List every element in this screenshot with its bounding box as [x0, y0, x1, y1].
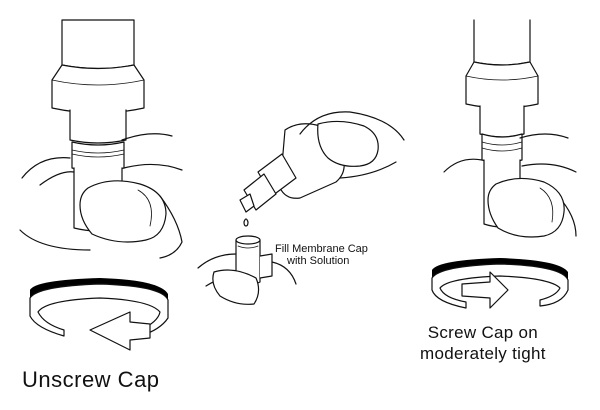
hand-unscrew [19, 133, 183, 259]
screw-caption: Screw Cap on moderately tight [420, 322, 546, 365]
sensor-screw [465, 19, 539, 228]
hand-screw [443, 133, 577, 238]
screw-caption-line-2: moderately tight [420, 344, 546, 364]
hand-dropper [299, 111, 405, 179]
screw-caption-line-1: Screw Cap on [427, 323, 539, 342]
hand-cap [197, 253, 297, 305]
fill-caption-line-1: Fill Membrane Cap [275, 243, 368, 255]
fill-caption: Fill Membrane Cap with Solution [275, 243, 368, 267]
clockwise-arrow-icon [431, 258, 569, 309]
counterclockwise-arrow-icon [29, 278, 169, 351]
fill-caption-line-2: with Solution [287, 254, 350, 267]
unscrew-caption: Unscrew Cap [22, 367, 160, 392]
